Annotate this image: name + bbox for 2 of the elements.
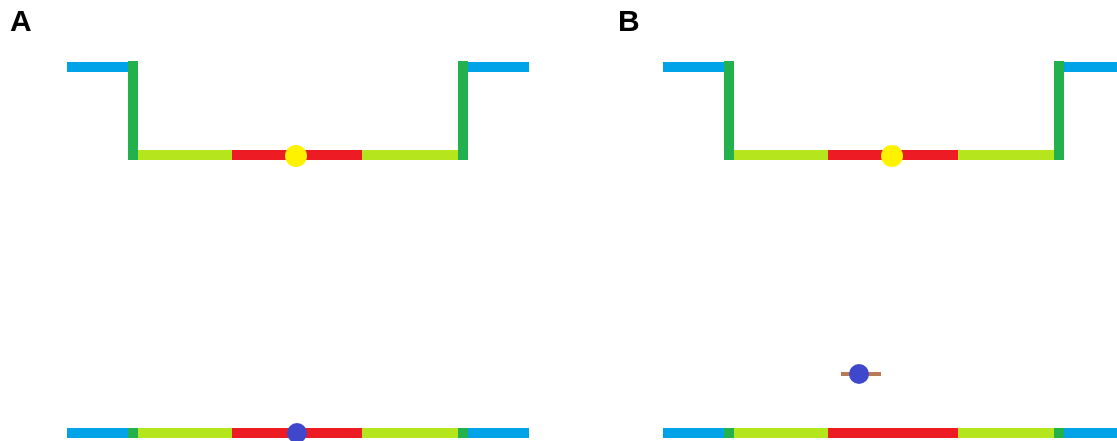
panel-label: A — [10, 4, 32, 38]
panel-label: B — [618, 4, 640, 38]
